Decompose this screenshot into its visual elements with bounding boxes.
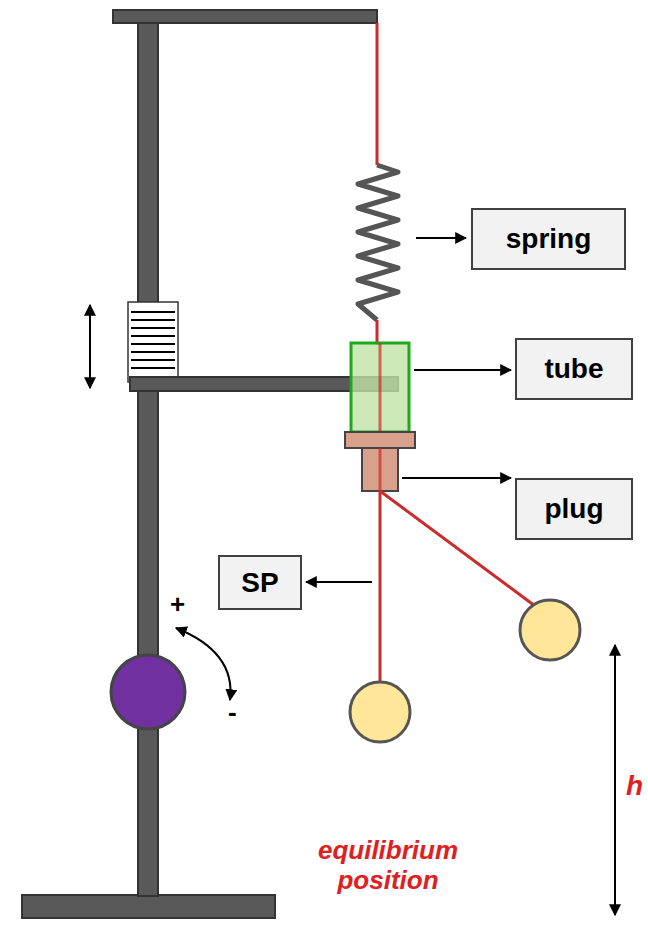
string (380, 491, 535, 606)
leader-arrow (402, 477, 511, 479)
plug-shape (362, 448, 398, 491)
sign-label: + (170, 590, 200, 620)
clamp-hatching (131, 312, 175, 368)
label-text: plug (544, 493, 603, 525)
leader-arrow (416, 237, 466, 239)
part-label: spring (471, 208, 626, 270)
part-label: plug (515, 478, 633, 540)
stand-base (22, 895, 275, 918)
dimension-label: h (626, 770, 648, 802)
stand-pole (138, 12, 158, 896)
string (379, 448, 382, 491)
sign-label: - (228, 698, 258, 728)
adjust-knob (111, 655, 185, 729)
string (379, 491, 382, 682)
tube-shape (351, 343, 409, 432)
rotation-arrow (176, 628, 231, 700)
leader-arrow (414, 369, 511, 371)
part-label: SP (218, 555, 302, 610)
pendulum-bob (520, 600, 580, 660)
string (376, 320, 379, 345)
label-text: spring (506, 223, 592, 255)
label-text: SP (241, 567, 278, 599)
part-label: tube (515, 338, 633, 400)
plug-shape (345, 432, 415, 448)
leader-arrow (306, 581, 372, 583)
position-label: equilibrium position (288, 836, 488, 896)
pendulum-bob (350, 682, 410, 742)
adjust-arrow (89, 305, 91, 388)
top-bar (113, 10, 377, 23)
label-text: tube (544, 353, 603, 385)
height-arrow (614, 645, 616, 915)
clamp (128, 302, 178, 382)
string (376, 23, 379, 165)
string (379, 343, 382, 432)
spring-coil (358, 165, 398, 320)
